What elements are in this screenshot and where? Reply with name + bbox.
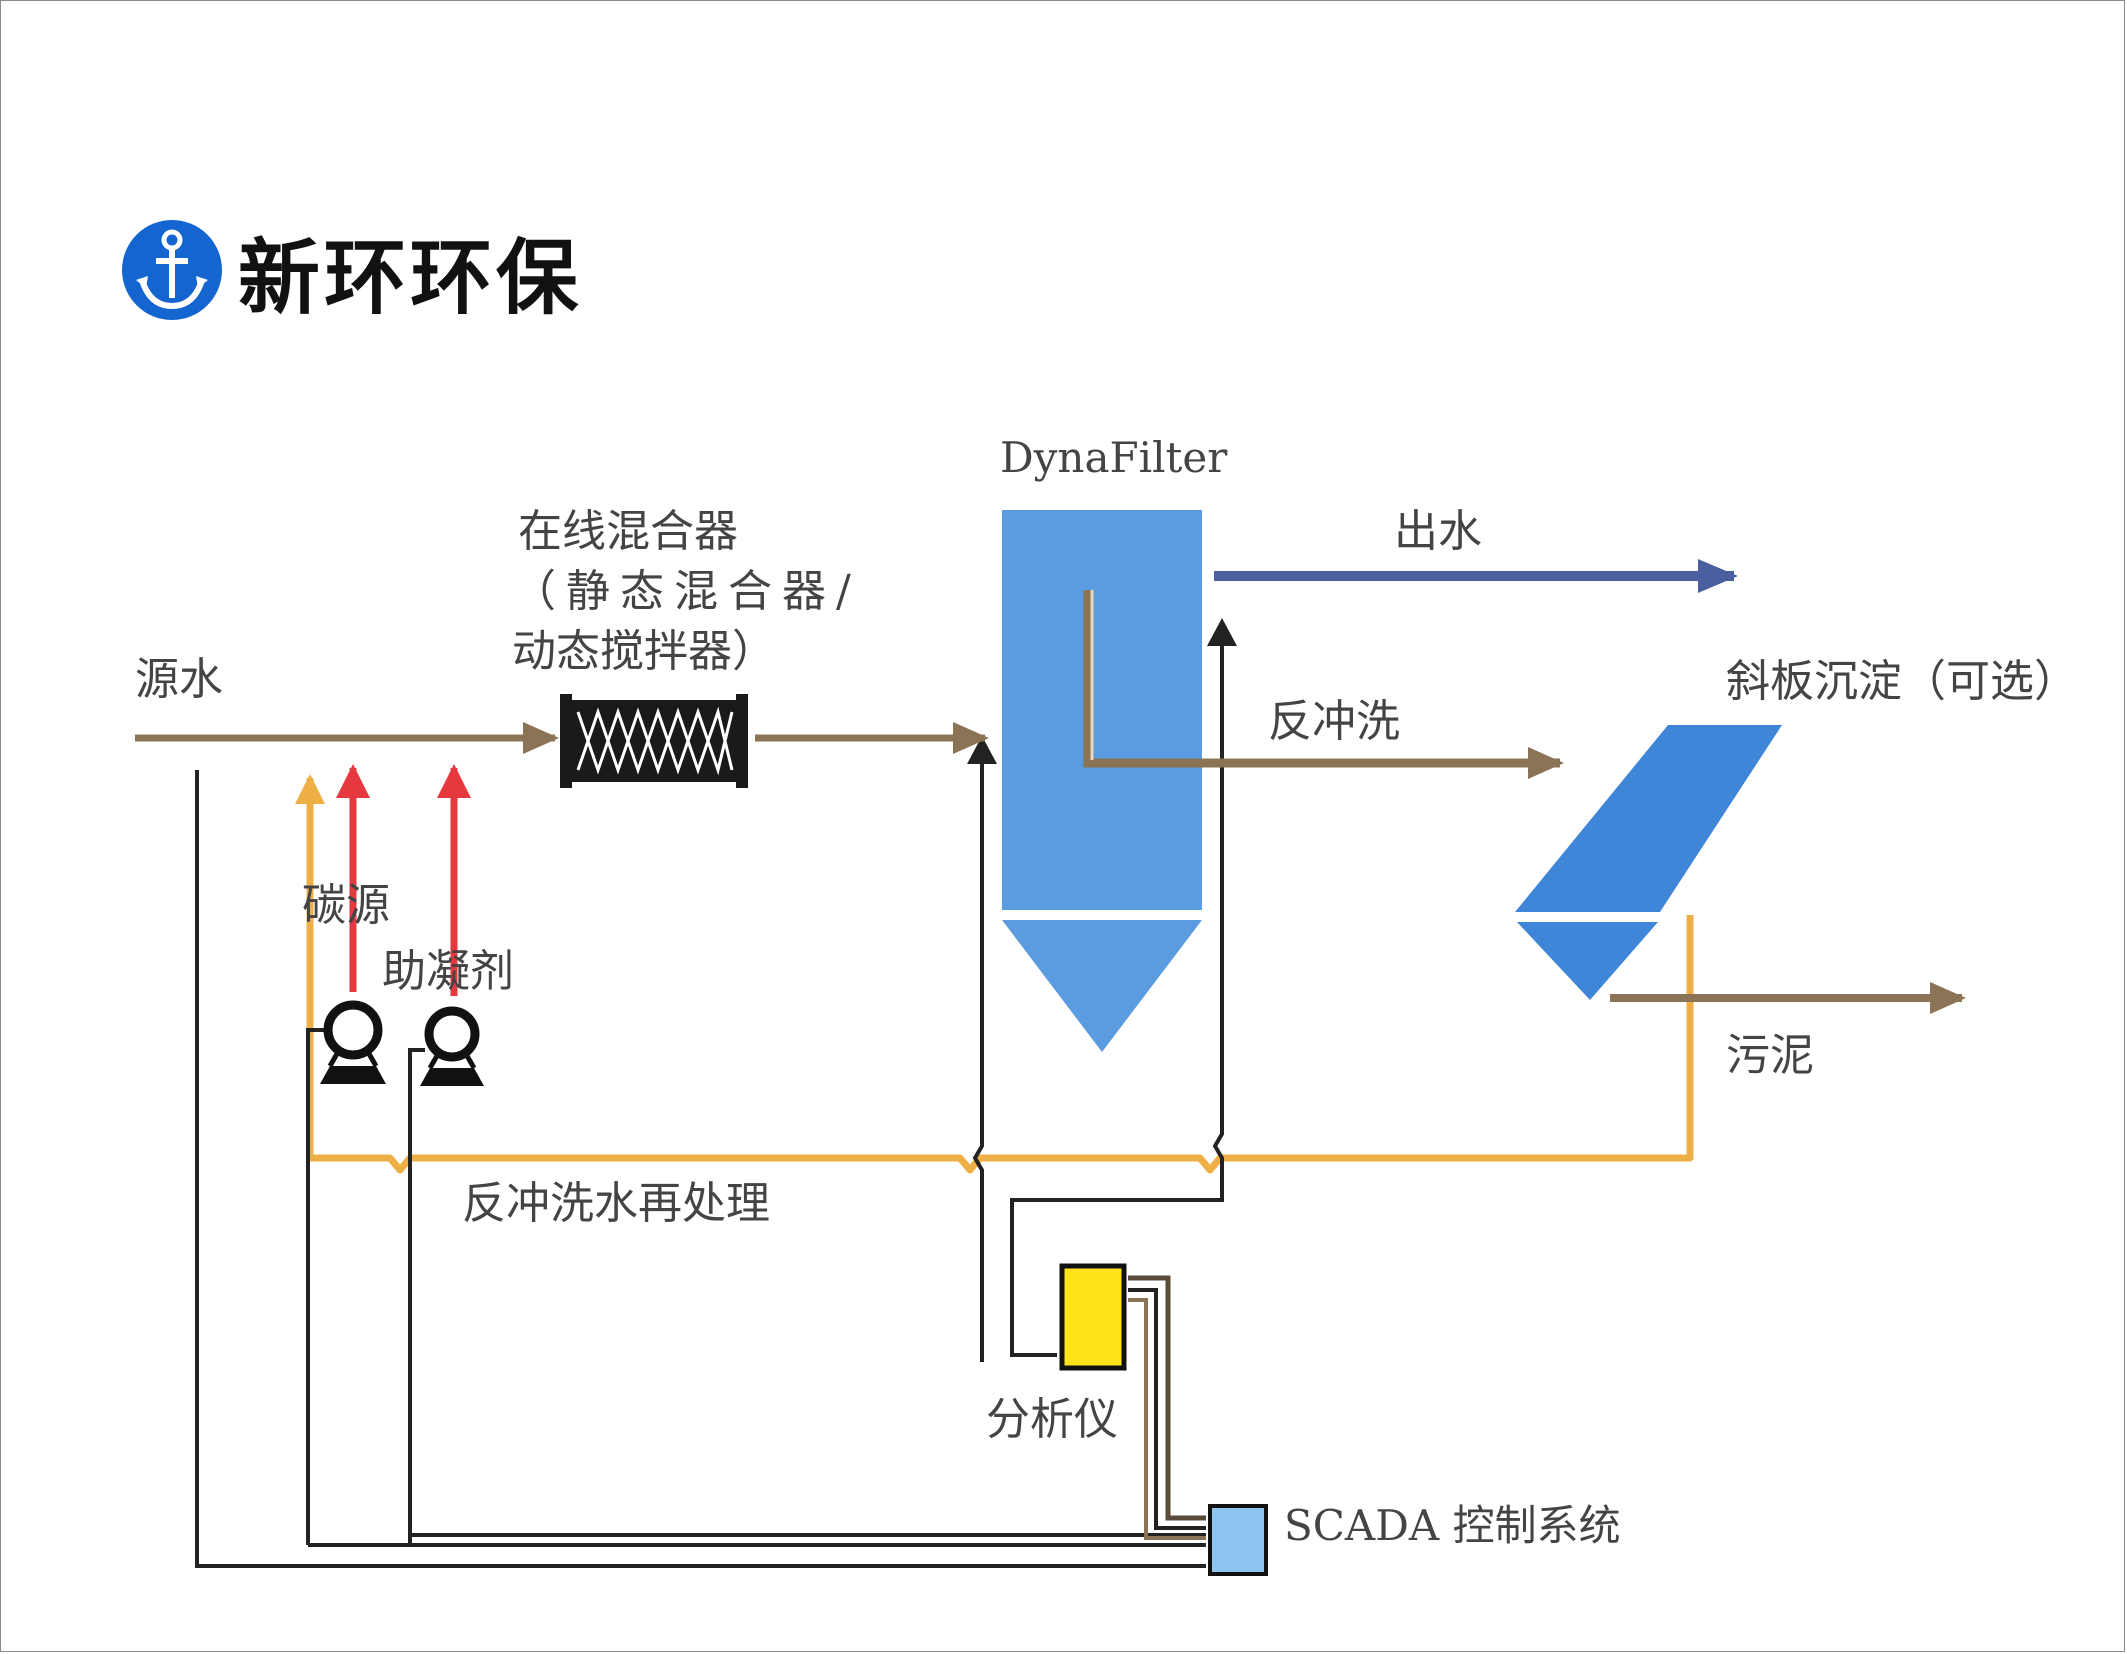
- backwash-recycle-line: [295, 774, 1694, 1174]
- brand-name: 新环环保: [238, 230, 583, 326]
- scada-box: [1208, 1504, 1268, 1576]
- label-sludge: 污泥: [1726, 1030, 1814, 1081]
- coagulant-pump: [420, 1006, 484, 1086]
- label-dynafilter: DynaFilter: [1000, 433, 1228, 482]
- label-backwash-retreatment: 反冲洗水再处理: [462, 1178, 770, 1229]
- label-coagulant-aid: 助凝剂: [382, 946, 514, 997]
- label-mixer-line2: （静态混合器/: [512, 566, 861, 617]
- brand-header: 新环环保: [120, 218, 582, 326]
- analyzer-box: [1059, 1263, 1127, 1371]
- chemical-dosing: [336, 764, 471, 996]
- label-scada: SCADA 控制系统: [1284, 1501, 1621, 1550]
- control-lines: [195, 618, 1237, 1568]
- label-effluent: 出水: [1394, 506, 1482, 557]
- label-mixer-line3: 动态搅拌器）: [512, 626, 776, 677]
- label-settling: 斜板沉淀（可选）: [1726, 656, 2078, 707]
- dynafilter-tank: [1002, 510, 1564, 1052]
- label-mixer-line1: 在线混合器: [518, 506, 738, 557]
- analyzer-scada-link: [1128, 1275, 1206, 1540]
- label-carbon-source: 碳源: [302, 880, 390, 931]
- label-backwash: 反冲洗: [1268, 696, 1400, 747]
- inclined-plate-settler: [1515, 725, 1782, 1000]
- label-source-water: 源水: [135, 654, 223, 705]
- label-analyzer: 分析仪: [986, 1394, 1118, 1445]
- anchor-icon: [122, 220, 222, 320]
- carbon-source-pump: [320, 1000, 386, 1084]
- inline-mixer: [560, 694, 748, 788]
